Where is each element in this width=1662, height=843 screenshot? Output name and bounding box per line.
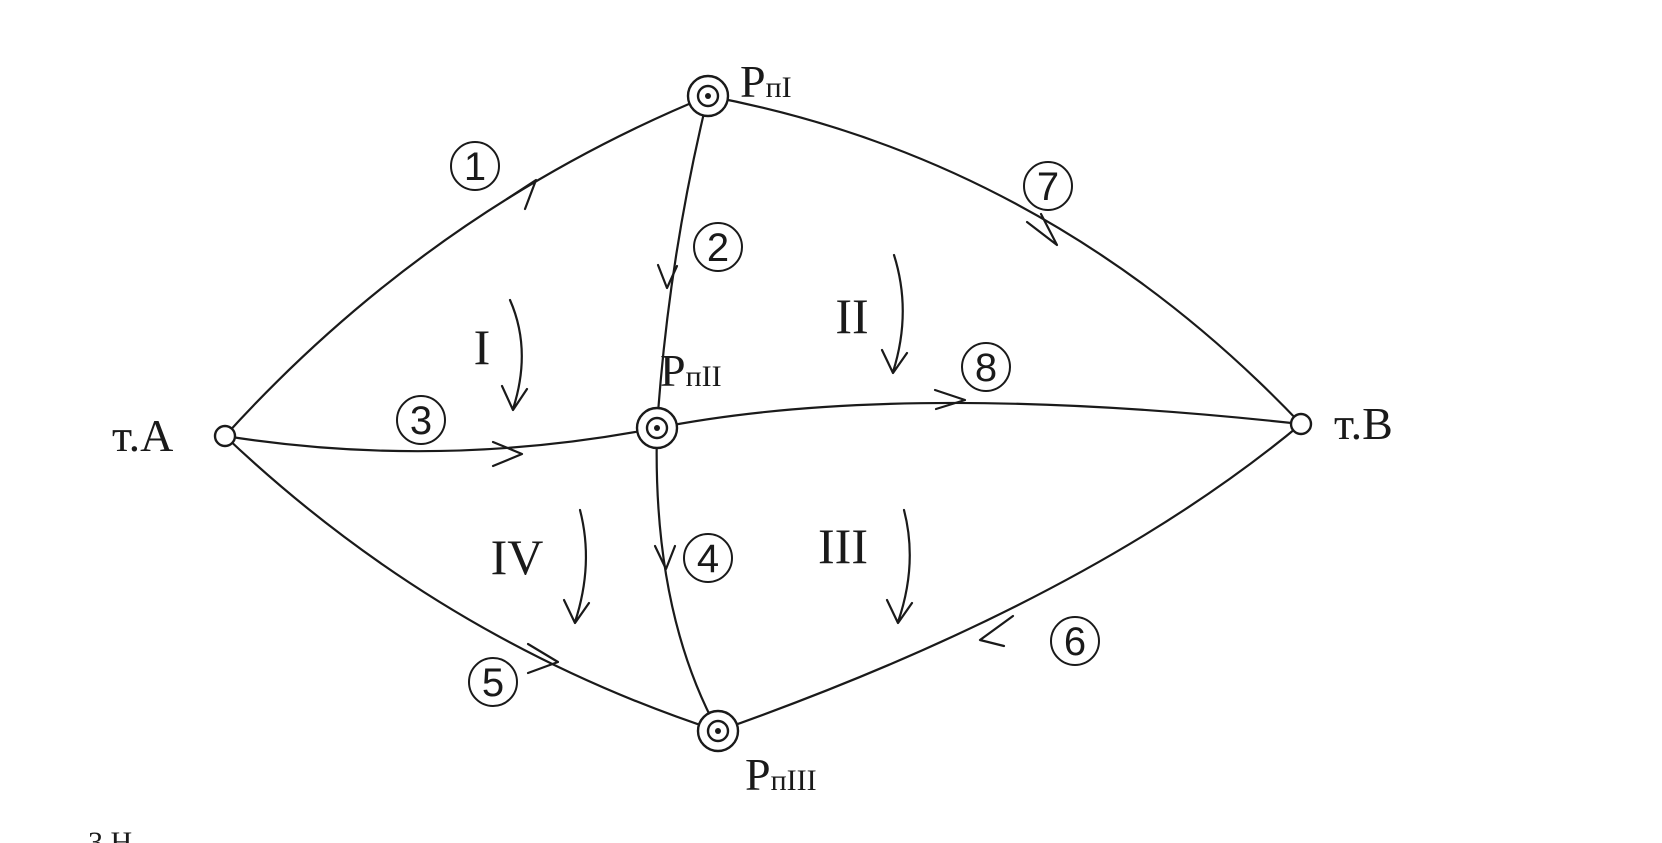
loop-arrows <box>500 253 914 625</box>
edge-2-line <box>655 95 710 429</box>
node-A-marker <box>213 424 237 448</box>
loop-label-I: I <box>474 319 491 375</box>
node-PnIII-label: PпIII <box>745 749 817 800</box>
edge-8-line <box>656 401 1302 430</box>
node-B <box>1289 412 1313 436</box>
loop-II-arrow-icon <box>880 253 909 375</box>
edge-label-7-circle <box>1023 161 1073 211</box>
edge-3-line <box>224 426 658 453</box>
edge-label-8: 8 <box>961 342 1011 392</box>
edge-1-arrow-icon <box>505 178 538 211</box>
edge-3-arrow-icon <box>491 440 524 468</box>
node-A-label: т.А <box>112 410 173 461</box>
loop-labels: I II III IV <box>474 288 869 585</box>
edges <box>224 94 1302 733</box>
edge-label-8-text: 8 <box>975 346 997 390</box>
node-PnII-center-dot <box>654 425 660 431</box>
edge-label-3-text: 3 <box>410 399 432 443</box>
node-PnII <box>635 406 679 450</box>
edge-label-1-circle <box>450 141 500 191</box>
edge-label-5: 5 <box>468 657 518 707</box>
edge-label-4-text: 4 <box>697 537 719 581</box>
flow-arrows <box>491 178 1059 675</box>
loop-IV-arrow-icon <box>562 508 591 625</box>
node-A <box>213 424 237 448</box>
edge-5-line <box>224 435 719 733</box>
edge-7-arrow-icon <box>1025 212 1059 247</box>
edge-label-7: 7 <box>1023 161 1073 211</box>
edge-1-line <box>224 94 709 437</box>
node-PnII-label-sub: пII <box>686 360 722 393</box>
edge-label-3-circle <box>396 395 446 445</box>
loop-label-II: II <box>835 288 868 344</box>
edge-label-6-circle <box>1050 616 1100 666</box>
node-PnIII <box>696 709 740 753</box>
node-PnI-label: PпI <box>740 56 792 107</box>
edge-6-line <box>717 423 1302 733</box>
edge-label-3: 3 <box>396 395 446 445</box>
nodes <box>213 74 1313 753</box>
edge-7-line <box>707 94 1302 425</box>
node-PnIII-label-sub: пIII <box>771 764 817 797</box>
edge-6-arrow-icon <box>978 614 1015 648</box>
node-labels: т.А т.В PпI PпII PпIII <box>112 56 1393 800</box>
edge-label-2: 2 <box>693 222 743 272</box>
node-B-label: т.В <box>1334 398 1393 449</box>
edge-label-6: 6 <box>1050 616 1100 666</box>
edge-2-arrow-icon <box>656 263 679 290</box>
node-PnI-label-main: P <box>740 56 766 107</box>
edge-label-6-text: 6 <box>1064 620 1086 664</box>
edge-label-1: 1 <box>450 141 500 191</box>
node-PnI-center-dot <box>705 93 711 99</box>
edge-4-line <box>655 427 719 732</box>
figure-caption-fragment: 3.Н <box>88 826 132 843</box>
loop-label-III: III <box>818 518 868 574</box>
node-PnI-label-sub: пI <box>766 71 792 104</box>
edge-label-4: 4 <box>683 533 733 583</box>
edge-label-2-circle <box>693 222 743 272</box>
edge-label-2-text: 2 <box>707 226 729 270</box>
loop-I-arrow-icon <box>500 298 529 412</box>
edge-5-arrow-icon <box>526 642 560 675</box>
node-PnIII-label-main: P <box>745 749 771 800</box>
edge-label-4-circle <box>683 533 733 583</box>
edge-label-5-circle <box>468 657 518 707</box>
edge-label-7-text: 7 <box>1037 165 1059 209</box>
node-PnII-label: PпII <box>660 345 722 396</box>
node-PnII-label-main: P <box>660 345 686 396</box>
loop-label-IV: IV <box>491 529 544 585</box>
edge-4-arrow-icon <box>653 544 677 571</box>
node-PnI <box>686 74 730 118</box>
node-PnIII-center-dot <box>715 728 721 734</box>
edge-label-1-text: 1 <box>464 145 486 189</box>
edge-labels: 1 2 3 4 5 6 7 8 <box>396 141 1100 707</box>
edge-8-arrow-icon <box>933 388 967 411</box>
edge-label-8-circle <box>961 342 1011 392</box>
loop-III-arrow-icon <box>885 508 914 625</box>
edge-label-5-text: 5 <box>482 661 504 705</box>
node-B-marker <box>1289 412 1313 436</box>
